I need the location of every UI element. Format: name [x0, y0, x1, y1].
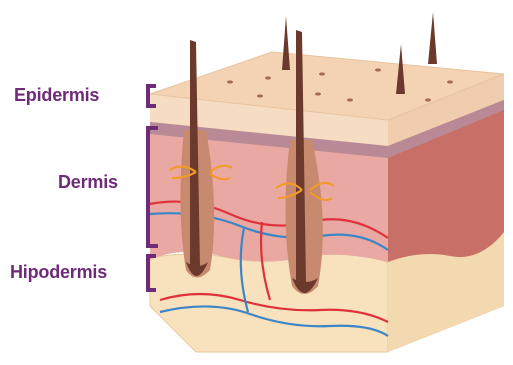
- label-epidermis: Epidermis: [14, 85, 99, 106]
- label-dermis: Dermis: [58, 172, 118, 193]
- hair-short-1: [282, 16, 290, 70]
- label-hypodermis: Hipodermis: [10, 262, 107, 283]
- hair-short-3: [428, 12, 437, 64]
